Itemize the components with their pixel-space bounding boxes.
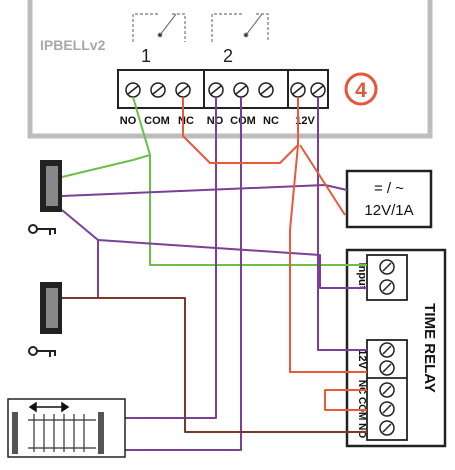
wire-brown-gate	[62, 297, 367, 433]
relay-label-1: 1	[141, 46, 151, 66]
time-relay-input-label: Input	[356, 263, 368, 290]
svg-text:4: 4	[355, 79, 367, 102]
terminal-label-12v: 12V	[295, 115, 315, 127]
wire-purple-intercom-power	[61, 184, 348, 197]
device-name: IPBELLv2	[40, 37, 106, 53]
power-supply-line2: 12V/1A	[364, 202, 413, 219]
wire-purple-com1	[125, 97, 217, 419]
terminal-label-nc-2: NC	[263, 115, 279, 127]
wire-red-nc-com	[299, 144, 367, 411]
time-relay-title: TIME RELAY	[421, 303, 438, 392]
terminal-label-nc-1: NC	[178, 115, 194, 127]
relay-label-2: 2	[223, 46, 233, 66]
double-arrow-icon	[28, 401, 70, 413]
power-supply: = / ~ 12V/1A	[345, 169, 433, 229]
power-supply-line1: = / ~	[374, 180, 404, 197]
terminal-label-com-2: COM	[230, 115, 256, 127]
step-badge: 4	[344, 72, 378, 106]
key-icon	[28, 224, 56, 235]
relay-switch-icon	[211, 13, 269, 42]
wire-purple-com2	[125, 97, 242, 451]
door-lock-icon	[40, 160, 62, 212]
wire-purple-lock	[61, 209, 367, 299]
wire-red-nc1	[182, 97, 299, 164]
terminal-label-no-1: NO	[120, 115, 137, 127]
relay-switch-icon	[132, 13, 186, 42]
wire-red-12v-supply	[289, 144, 367, 373]
door-lock-icon	[40, 282, 62, 334]
wire-purple-12v-to-relay	[317, 97, 367, 351]
wire-green-intercom	[61, 96, 367, 266]
device-enclosure	[27, 0, 433, 139]
screw-terminal-icon	[379, 259, 395, 436]
key-icon	[28, 346, 56, 357]
gate-icon	[7, 398, 126, 458]
terminal-label-com-1: COM	[144, 115, 170, 127]
time-relay: TIME RELAY Input 12V NC COM NO	[345, 248, 447, 448]
time-relay-12v-label: 12V	[356, 349, 368, 369]
